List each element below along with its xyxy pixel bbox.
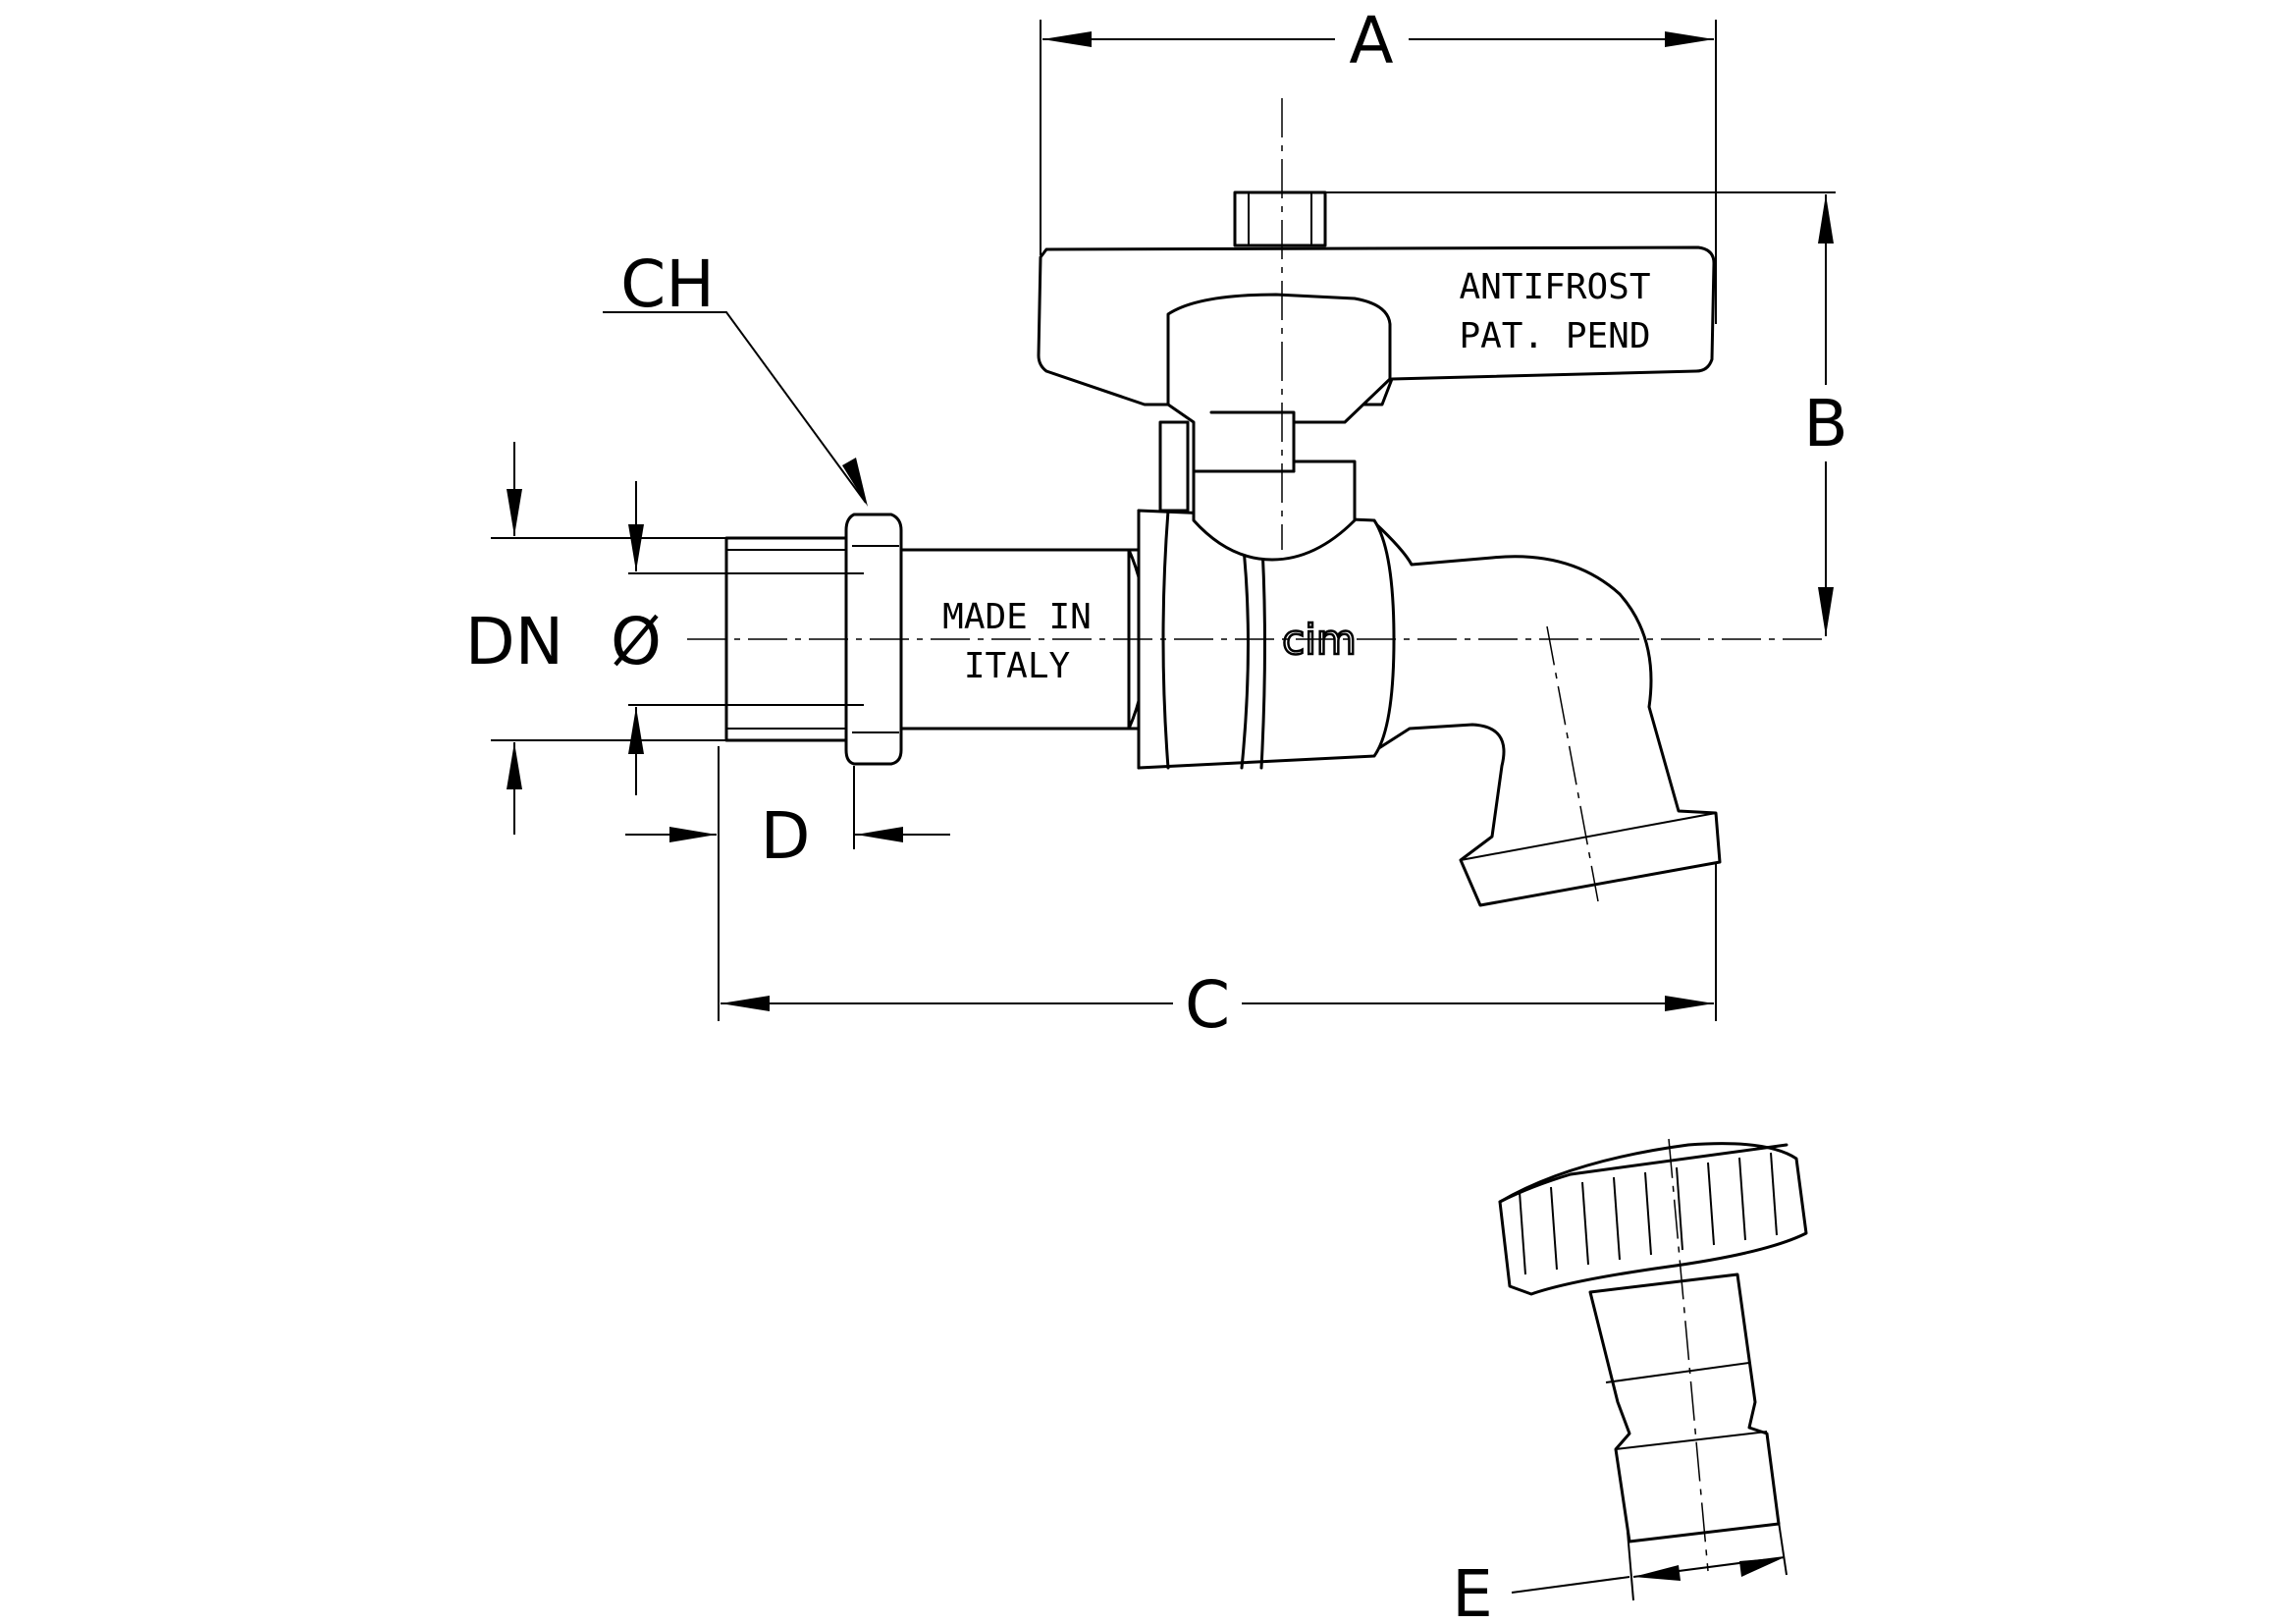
label-d: D (761, 798, 811, 874)
dimension-d: D (625, 766, 950, 874)
top-nut (1233, 190, 1327, 247)
dimension-a: A (1040, 3, 1717, 324)
cim-logo: cim (1282, 616, 1357, 664)
label-ch: CH (620, 246, 715, 322)
knurl-rib (1519, 1191, 1526, 1275)
knurl-rib (1676, 1166, 1683, 1251)
knurl-rib (1738, 1157, 1746, 1241)
stem (1192, 460, 1357, 562)
label-b: B (1803, 386, 1847, 461)
label-diameter: Ø (611, 604, 662, 679)
knurl-rib (1550, 1186, 1558, 1271)
dimension-b: B (1325, 191, 1848, 636)
marking-made-in: MADE IN (942, 597, 1092, 637)
knurled-cap (1498, 1142, 1808, 1296)
knurl-rib (1613, 1176, 1621, 1261)
markings: ANTIFROST PAT. PEND MADE IN ITALY cim (942, 267, 1650, 686)
label-a: A (1349, 3, 1393, 79)
valve-body (687, 98, 1826, 907)
hose-connector-detail: E (1452, 1138, 1808, 1624)
dimension-dn-diameter: DN Ø (465, 442, 726, 835)
label-dn: DN (465, 604, 563, 679)
knurl-rib (1644, 1171, 1652, 1256)
knurl-rib (1707, 1162, 1715, 1246)
knurl-rib (1581, 1181, 1589, 1266)
dimension-ch: CH (603, 246, 868, 507)
marking-pat-pend: PAT. PEND (1459, 316, 1650, 356)
knurl-rib (1770, 1152, 1778, 1236)
dimension-c: C (718, 746, 1717, 1043)
spout (1372, 520, 1722, 907)
marking-italy: ITALY (964, 646, 1071, 686)
label-c: C (1185, 967, 1230, 1043)
label-e: E (1452, 1556, 1493, 1624)
barb-body (1588, 1272, 1781, 1543)
marking-antifrost: ANTIFROST (1459, 267, 1650, 307)
